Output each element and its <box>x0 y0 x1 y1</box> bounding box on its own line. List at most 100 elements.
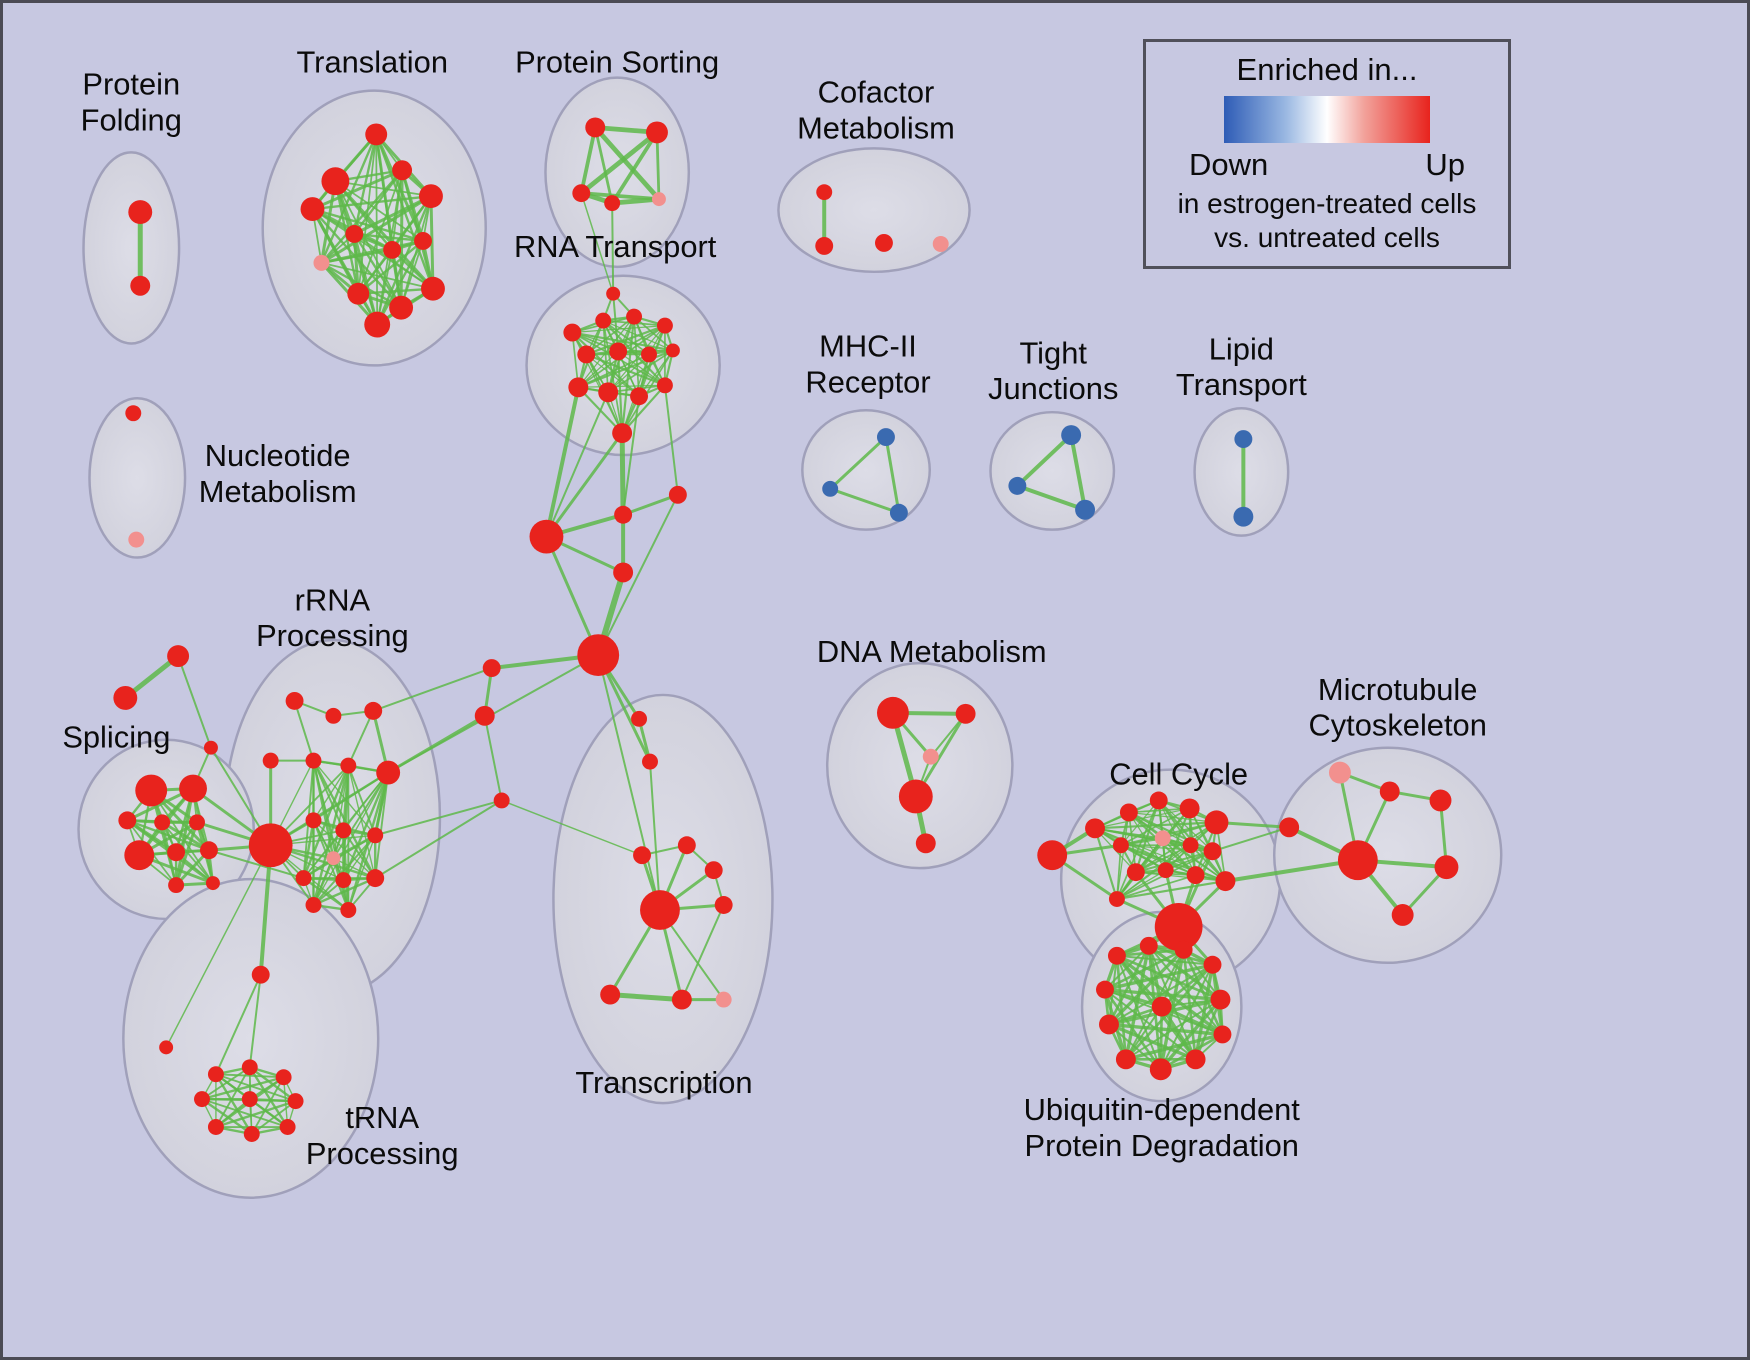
node-rt5 <box>577 345 596 364</box>
node-rt9 <box>568 377 589 398</box>
edge <box>347 764 377 837</box>
edge <box>250 1076 285 1135</box>
edge <box>578 130 660 196</box>
node-t3 <box>300 197 325 222</box>
edge <box>1115 880 1227 901</box>
node-lt1 <box>1234 430 1253 449</box>
edge <box>1160 948 1185 1008</box>
node-cc5 <box>1204 810 1229 835</box>
edge <box>302 819 315 880</box>
edge <box>1211 826 1291 853</box>
node-mc5 <box>1337 840 1378 881</box>
node-rt1 <box>563 323 582 342</box>
edge <box>374 799 503 837</box>
edge <box>1115 954 1128 1061</box>
node-rr6 <box>340 757 357 774</box>
edge <box>592 125 662 202</box>
edge <box>357 239 425 295</box>
cluster-label-tight-junctions: Junctions <box>988 371 1118 406</box>
node-ps2 <box>646 121 668 144</box>
node-rr12 <box>326 851 341 866</box>
node-tc9 <box>600 984 621 1005</box>
edge <box>544 385 581 539</box>
cluster-cofactor-metabolism <box>777 147 971 274</box>
node-ub11 <box>1185 1049 1206 1070</box>
node-tc4 <box>633 846 651 865</box>
node-rr17 <box>340 902 357 918</box>
edge <box>312 764 350 822</box>
edge <box>1134 844 1192 873</box>
node-lt2 <box>1233 506 1254 527</box>
node-tc5 <box>704 861 723 880</box>
edge <box>353 232 425 243</box>
node-tc10 <box>671 989 692 1010</box>
node-ub4 <box>1203 955 1222 974</box>
node-cn7 <box>474 705 495 726</box>
edge <box>1158 799 1214 852</box>
node-cc9 <box>1203 842 1222 861</box>
edge <box>597 654 661 911</box>
legend-caption-line1: in estrogen-treated cells <box>1177 188 1477 219</box>
edge <box>282 1076 289 1128</box>
node-tn10 <box>243 1126 260 1142</box>
edge <box>160 820 211 852</box>
edge <box>1120 807 1191 847</box>
edge <box>577 386 624 435</box>
node-ub6 <box>1210 989 1231 1010</box>
node-ub3 <box>1174 940 1193 959</box>
node-rr1 <box>285 691 304 710</box>
edge <box>1116 799 1160 900</box>
node-ps5 <box>651 192 666 207</box>
node-sp1 <box>135 774 168 807</box>
cluster-label-trna-processing: Processing <box>306 1136 459 1171</box>
edge <box>577 349 674 389</box>
node-t1 <box>365 123 388 146</box>
node-cc2 <box>1119 803 1138 822</box>
edge <box>1160 1004 1225 1037</box>
node-mc1 <box>1328 761 1351 784</box>
edge <box>619 430 626 518</box>
edge <box>207 849 305 880</box>
node-tn6 <box>194 1091 210 1108</box>
edge <box>1015 433 1074 488</box>
node-pf1 <box>128 200 153 225</box>
node-tc11 <box>715 991 732 1008</box>
cluster-label-cell-cycle: Cell Cycle <box>1109 757 1248 792</box>
node-dm1 <box>876 696 909 729</box>
node-sp4 <box>154 814 171 831</box>
cluster-label-splicing: Splicing <box>62 720 170 755</box>
edge <box>214 1099 297 1129</box>
edge <box>310 168 404 211</box>
node-tc2 <box>642 753 658 770</box>
node-nm1 <box>125 405 142 422</box>
edge <box>593 126 614 205</box>
edge <box>483 714 503 802</box>
node-cc0 <box>1037 840 1068 871</box>
node-dm4 <box>898 779 933 814</box>
edge <box>580 192 614 295</box>
edge <box>320 169 404 265</box>
edge <box>602 319 610 394</box>
edge <box>374 771 390 880</box>
node-t9 <box>313 254 330 271</box>
edge <box>214 1073 297 1103</box>
cluster-label-lipid-transport: Lipid <box>1209 331 1274 366</box>
node-sp8 <box>199 841 218 860</box>
edge <box>293 699 315 762</box>
cluster-label-cofactor-metabolism: Cofactor <box>818 75 935 110</box>
edge <box>201 1098 289 1128</box>
cluster-label-microtubule-cytoskeleton: Cytoskeleton <box>1308 708 1486 743</box>
node-rt3 <box>626 308 643 325</box>
edge <box>610 130 659 206</box>
node-mh2 <box>822 480 839 497</box>
cluster-label-nucleotide-metabolism: Nucleotide <box>205 438 351 473</box>
cluster-label-microtubule-cytoskeleton: Microtubule <box>1318 672 1478 707</box>
node-t13 <box>364 311 391 338</box>
edge <box>312 764 350 907</box>
cluster-mhc-ii-receptor <box>801 408 932 531</box>
edge <box>1214 820 1291 829</box>
node-rr10 <box>335 822 352 839</box>
edge <box>1107 1022 1225 1037</box>
node-cn4 <box>613 562 634 583</box>
node-rr8 <box>248 823 293 868</box>
